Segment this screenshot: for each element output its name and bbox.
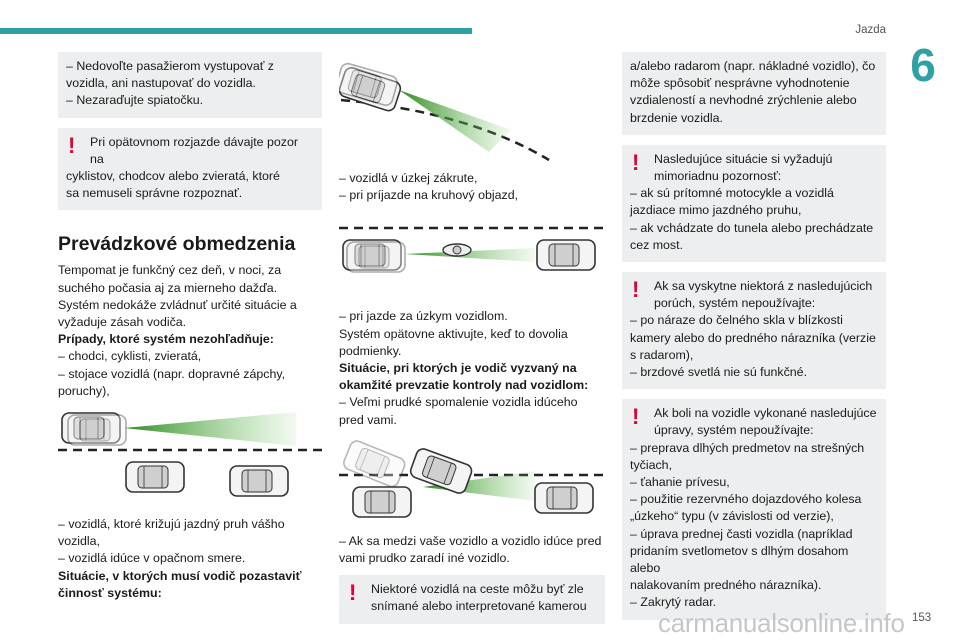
text-line: vozidla, ani nastupovať do vozidla. [66, 76, 256, 91]
text-line: s radarom), [630, 347, 694, 362]
list-item: – brzdové svetlá nie sú funkčné. [630, 365, 808, 380]
list-item: – stojace vozidlá (napr. dopravné zápchy… [58, 366, 286, 381]
text-line: tyčiach, [630, 457, 673, 472]
note-box: a/alebo radarom (napr. nákladné vozidlo)… [622, 52, 886, 135]
list-item: – pri príjazde na kruhový objazd, [339, 188, 519, 203]
text-line: a/alebo radarom (napr. nákladné vozidlo)… [630, 59, 876, 73]
list-item: – vozidlá, ktoré križujú jazdný pruh váš… [58, 517, 285, 532]
warning-icon: ! [632, 149, 640, 175]
chapter-number: 6 [910, 39, 936, 91]
text-line: suchého počasia aj za mierneho dažďa. [58, 280, 278, 295]
text-line: vyžaduje zásah vodiča. [58, 315, 187, 330]
text-line: Pri opätovnom rozjazde dávajte pozor na [90, 134, 299, 166]
list-item: – ťahanie prívesu, [630, 475, 730, 490]
text-line: „úzkeho“ typu (v závislosti od verzie), [630, 509, 834, 524]
list-item: – po náraze do čelného skla v blízkosti [630, 313, 843, 328]
warning-box: ! Nasledujúce situácie si vyžadujú mimor… [622, 144, 886, 263]
text-line: vzdialeností a nevhodné zrýchlenie alebo [630, 93, 857, 108]
column-right: a/alebo radarom (napr. nákladné vozidlo)… [622, 52, 886, 620]
text-line: Nasledujúce situácie si vyžadujú [654, 151, 833, 166]
list-item: – chodci, cyklisti, zvieratá, [58, 349, 202, 364]
list-item: – Veľmi prudké spomalenie vozidla idúceh… [339, 395, 578, 410]
list-item: – pri jazde za úzkym vozidlom. [339, 309, 508, 324]
bold-heading: Situácie, pri ktorých je vodič vyzvaný n… [339, 361, 577, 376]
text-line: mimoriadnu pozornosť: [654, 169, 782, 184]
warning-box: ! Ak boli na vozidle vykonané nasledujúc… [622, 399, 886, 620]
bold-heading: Situácie, v ktorých musí vodič pozastavi… [58, 568, 302, 583]
text-line: cyklistov, chodcov alebo zvieratá, ktoré [66, 169, 280, 184]
list-item: poruchy), [58, 383, 110, 398]
text-line: – Nedovoľte pasažierom vystupovať z [66, 59, 274, 73]
text-line: pridaním svetlometov s dlhým dosahom ale… [630, 543, 849, 576]
text-line: cez most. [630, 237, 684, 252]
text-line: Ak sa vyskytne niektorá z nasledujúcich [654, 279, 873, 294]
warning-icon: ! [632, 277, 640, 303]
list-item: – použitie rezervného dojazdového kolesa [630, 492, 862, 507]
text-line: Systém opätovne aktivujte, keď to dovoli… [339, 326, 568, 341]
text-line: nalakovaním predného nárazníka). [630, 578, 822, 593]
column-left: – Nedovoľte pasažierom vystupovať z vozi… [58, 52, 322, 602]
text-line: Tempomat je funkčný cez deň, v noci, za [58, 263, 282, 278]
text-line: úpravy, systém nepoužívajte: [654, 423, 814, 438]
text-line: kamery alebo do predného nárazníka (verz… [630, 330, 876, 345]
text-line: môže spôsobiť nesprávne vyhodnotenie [630, 76, 850, 91]
illustration-cut-in [339, 438, 605, 518]
illustration-road-stationary [58, 412, 322, 497]
page-number: 153 [912, 612, 932, 624]
list-item: vami prudko zaradí iné vozidlo. [339, 551, 510, 566]
warning-icon: ! [632, 404, 640, 430]
list-item: – vozidlá v úzkej zákrute, [339, 171, 478, 185]
illustration-tight-curve [339, 61, 550, 162]
list-item: – vozidlá idúce v opačnom smere. [58, 551, 246, 566]
list-item: – úprava prednej časti vozidla (napríkla… [630, 526, 853, 541]
text-line: porúch, systém nepoužívajte: [654, 296, 816, 311]
warning-box: ! Niektoré vozidlá na ceste môžu byť zle… [339, 575, 605, 624]
text-line: snímané alebo interpretované kamerou [371, 599, 587, 614]
list-item: – preprava dlhých predmetov na strešných [630, 440, 865, 455]
text-line: Niektoré vozidlá na ceste môžu byť zle [371, 582, 584, 597]
warning-box: ! Ak sa vyskytne niektorá z nasledujúcic… [622, 272, 886, 390]
text-line: Ak boli na vozidle vykonané nasledujúce [654, 406, 877, 421]
section-title: Prevádzkové obmedzenia [58, 233, 296, 256]
bold-heading: činnosť systému: [58, 585, 162, 600]
bold-heading: Prípady, ktoré systém nezohľadňuje: [58, 332, 274, 347]
text-line: brzdenie vozidla. [630, 110, 723, 125]
bold-heading: okamžité prevzatie kontroly nad vozidlom… [339, 378, 589, 393]
text-line: podmienky. [339, 343, 402, 358]
motorcycle-icon [442, 243, 472, 258]
list-item: – Zakrytý radar. [630, 595, 717, 610]
list-item: – ak sú prítomné motocykle a vozidlá [630, 186, 834, 201]
chapter-title: Jazda [855, 24, 886, 36]
note-box: – Nedovoľte pasažierom vystupovať z vozi… [58, 52, 322, 118]
column-middle: – vozidlá v úzkej zákrute, – pri príjazd… [339, 52, 605, 624]
list-item: vozidla, [58, 534, 101, 549]
warning-icon: ! [68, 132, 76, 158]
text-line: jazdiace mimo jazdného pruhu, [630, 203, 802, 218]
header-accent-bar [0, 28, 472, 34]
text-line: sa nemuseli správne rozpoznať. [66, 186, 243, 201]
text-line: Systém nedokáže zvládnuť určité situácie… [58, 297, 297, 312]
list-item: – Ak sa medzi vaše vozidlo a vozidlo idú… [339, 533, 602, 548]
warning-box: ! Pri opätovnom rozjazde dávajte pozor n… [58, 127, 322, 211]
warning-icon: ! [349, 580, 357, 606]
text-line: – Nezaraďujte spiatočku. [66, 93, 204, 108]
list-item: pred vami. [339, 412, 397, 427]
watermark: carmanualsonline.info [658, 608, 905, 638]
list-item: – ak vchádzate do tunela alebo prechádza… [630, 220, 874, 235]
illustration-narrow-vehicle [339, 227, 605, 274]
